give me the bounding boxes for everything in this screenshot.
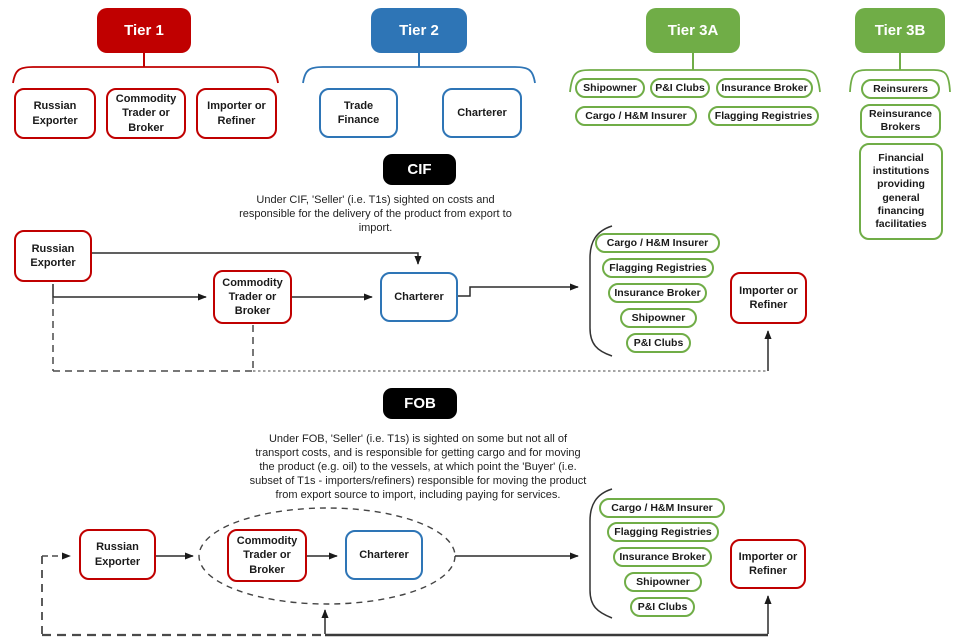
fob-node-russian-exporter: Russian Exporter <box>79 529 156 580</box>
tier3b-header: Tier 3B <box>855 8 945 53</box>
tier3a-member-cargo-insurer: Cargo / H&M Insurer <box>575 106 697 126</box>
fob-service-insurance-broker: Insurance Broker <box>613 547 712 567</box>
fob-node-importer-refiner: Importer or Refiner <box>730 539 806 589</box>
cif-service-cargo-insurer: Cargo / H&M Insurer <box>595 233 720 253</box>
fob-node-commodity-trader: Commodity Trader or Broker <box>227 529 307 582</box>
fob-service-pi-clubs: P&I Clubs <box>630 597 695 617</box>
tier1-member-commodity-trader: Commodity Trader or Broker <box>106 88 186 139</box>
fob-description: Under FOB, 'Seller' (i.e. T1s) is sighte… <box>249 433 587 502</box>
cif-node-charterer: Charterer <box>380 272 458 322</box>
tier3a-header: Tier 3A <box>646 8 740 53</box>
cif-service-flagging-registries: Flagging Registries <box>602 258 714 278</box>
tier2-label: Tier 2 <box>399 22 439 39</box>
tier3b-label: Tier 3B <box>874 22 926 39</box>
fob-service-shipowner: Shipowner <box>624 572 702 592</box>
tier3a-label: Tier 3A <box>667 22 719 39</box>
cif-node-russian-exporter: Russian Exporter <box>14 230 92 282</box>
cif-node-commodity-trader: Commodity Trader or Broker <box>213 270 292 324</box>
tier-stems <box>143 53 901 70</box>
fob-service-flagging-registries: Flagging Registries <box>607 522 719 542</box>
fob-term-label: FOB <box>404 395 436 412</box>
tier3a-member-pi-clubs: P&I Clubs <box>650 78 710 98</box>
tier1-member-importer-refiner: Importer or Refiner <box>196 88 277 139</box>
tier3b-member-reinsurance-brokers: Reinsurance Brokers <box>860 104 941 138</box>
cif-service-pi-clubs: P&I Clubs <box>626 333 691 353</box>
fob-node-charterer: Charterer <box>345 530 423 580</box>
tier2-header: Tier 2 <box>371 8 467 53</box>
tier3b-member-reinsurers: Reinsurers <box>861 79 940 99</box>
tier3a-member-flagging-registries: Flagging Registries <box>708 106 819 126</box>
cif-node-importer-refiner: Importer or Refiner <box>730 272 807 324</box>
tier2-member-trade-finance: Trade Finance <box>319 88 398 138</box>
tier3b-member-financial-institutions: Financial institutions providing general… <box>859 143 943 240</box>
cif-service-insurance-broker: Insurance Broker <box>608 283 707 303</box>
tier1-member-russian-exporter: Russian Exporter <box>14 88 96 139</box>
cif-description: Under CIF, 'Seller' (i.e. T1s) sighted o… <box>239 194 512 235</box>
fob-term-box: FOB <box>383 388 457 419</box>
tier1-label: Tier 1 <box>124 22 164 39</box>
tier2-member-charterer: Charterer <box>442 88 522 138</box>
tier3a-member-shipowner: Shipowner <box>575 78 645 98</box>
fob-service-cargo-insurer: Cargo / H&M Insurer <box>599 498 725 518</box>
cif-term-label: CIF <box>407 161 432 178</box>
cif-service-shipowner: Shipowner <box>620 308 697 328</box>
tier3a-member-insurance-broker: Insurance Broker <box>716 78 813 98</box>
cif-term-box: CIF <box>383 154 456 185</box>
tier1-header: Tier 1 <box>97 8 191 53</box>
